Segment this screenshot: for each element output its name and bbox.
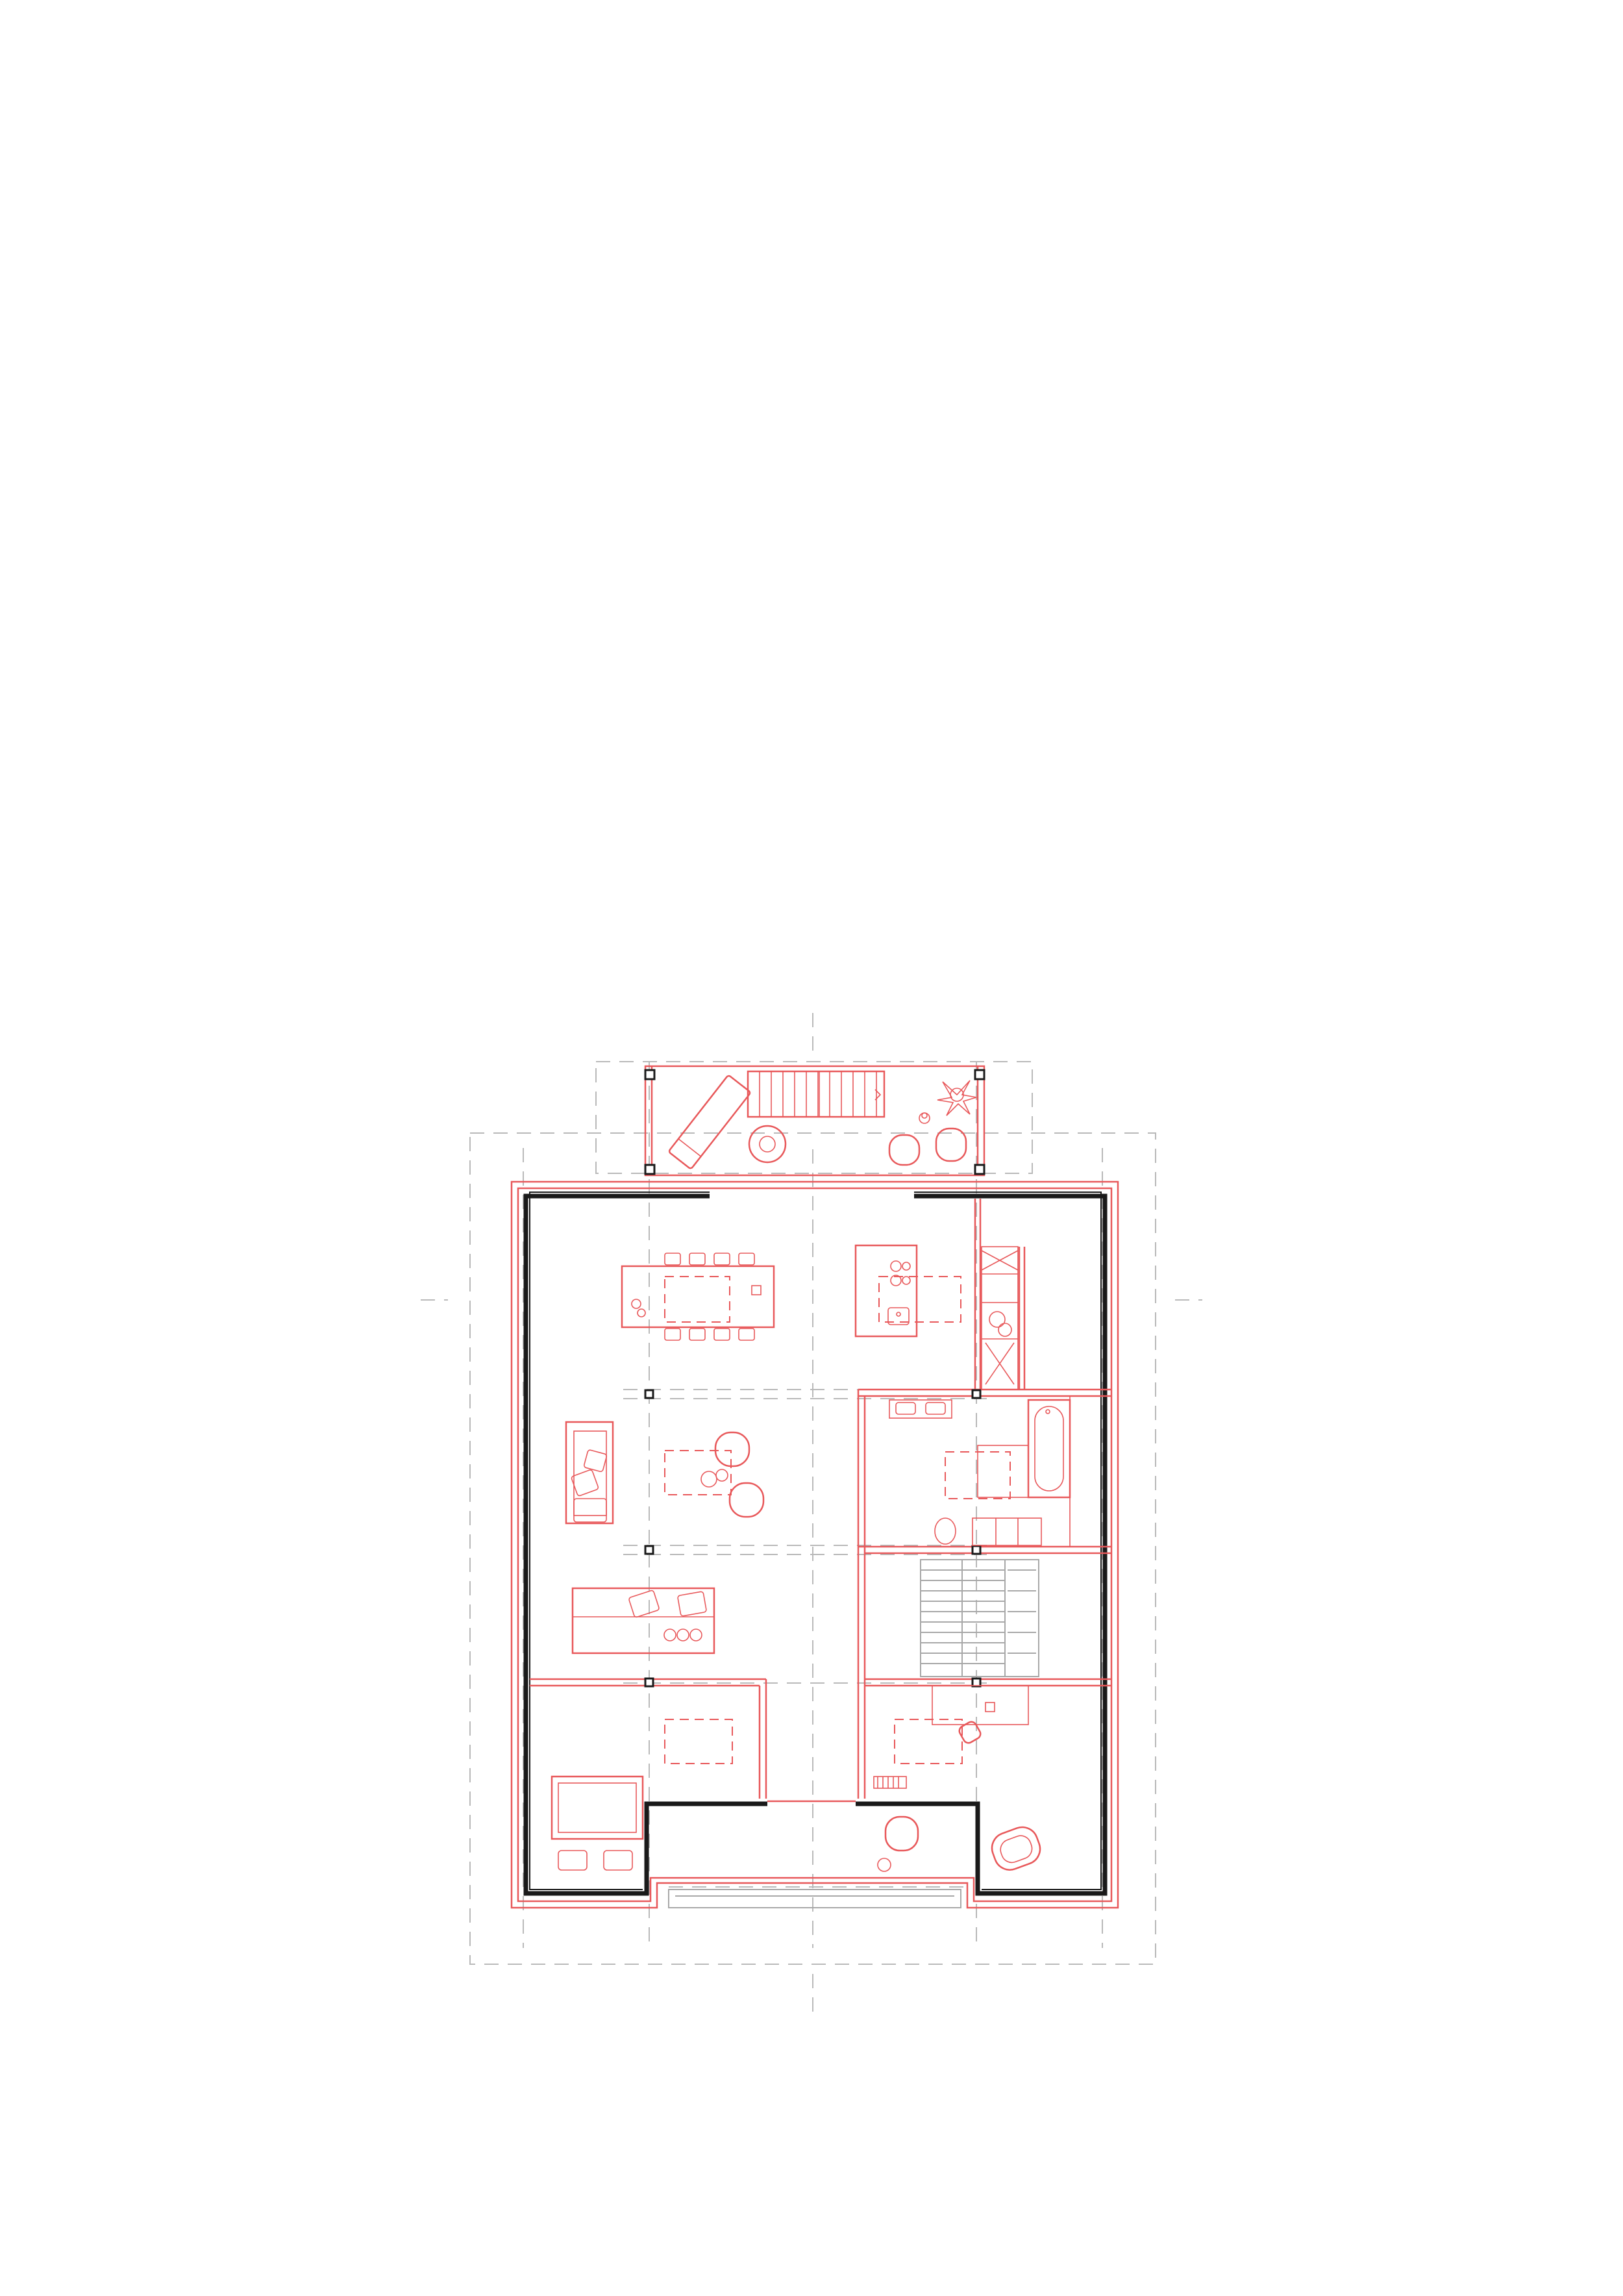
toilet-icon bbox=[934, 1517, 956, 1545]
wc-cabinet bbox=[972, 1517, 1042, 1546]
kitchen-sink bbox=[887, 1307, 910, 1325]
plant-icon bbox=[937, 1080, 977, 1116]
round-stool-icon bbox=[663, 1628, 676, 1641]
kitchen bbox=[854, 1244, 1019, 1390]
cushion-icon bbox=[677, 1591, 707, 1617]
round-stool-icon bbox=[676, 1628, 689, 1641]
bed bbox=[551, 1775, 644, 1840]
desk bbox=[932, 1685, 1029, 1725]
sun-lounger bbox=[668, 1075, 751, 1169]
stair-arrow-icon bbox=[874, 1089, 882, 1101]
desk-item bbox=[985, 1702, 995, 1712]
balcony-side-table bbox=[877, 1858, 891, 1872]
pillow-icon bbox=[558, 1850, 588, 1871]
living-armchair bbox=[714, 1431, 750, 1467]
balcony-chair bbox=[884, 1816, 919, 1852]
hob-burner-icon bbox=[902, 1262, 911, 1271]
armchair bbox=[991, 1826, 1041, 1871]
bedroom-2 bbox=[873, 1685, 1029, 1789]
vanity-unit bbox=[889, 1399, 952, 1419]
hob-burner-icon bbox=[890, 1260, 902, 1272]
terrace bbox=[644, 1065, 985, 1177]
washbasin-icon bbox=[895, 1402, 916, 1415]
pillow-icon bbox=[603, 1850, 633, 1871]
column bbox=[644, 1677, 654, 1688]
sofa-footrest bbox=[573, 1498, 607, 1523]
desk-chair bbox=[958, 1721, 982, 1744]
study-area bbox=[571, 1587, 715, 1654]
plant-pot-icon bbox=[989, 1311, 1006, 1328]
tall-cabinets bbox=[981, 1246, 1019, 1390]
terrace-boundary-dashed bbox=[595, 1061, 1033, 1174]
washbasin-icon bbox=[925, 1402, 946, 1415]
balcony-sill bbox=[668, 1889, 961, 1908]
bedroom-2-rug-dashed bbox=[894, 1719, 963, 1764]
stair-outline bbox=[747, 1070, 886, 1118]
bedroom-1 bbox=[551, 1719, 733, 1871]
kitchen-island bbox=[854, 1244, 918, 1338]
dining-chairs bbox=[664, 1253, 755, 1341]
wall-east-black bbox=[856, 1193, 1108, 1896]
dining-area bbox=[621, 1253, 775, 1341]
table-item bbox=[751, 1285, 762, 1295]
terrace-outline bbox=[644, 1065, 985, 1177]
terrace-post bbox=[644, 1069, 656, 1080]
column bbox=[971, 1677, 982, 1688]
cushion-icon bbox=[628, 1590, 660, 1618]
column bbox=[644, 1389, 654, 1399]
wall-west-inner-line bbox=[529, 1192, 710, 1890]
round-stool-icon bbox=[689, 1628, 702, 1641]
outer-wall-face bbox=[510, 1180, 1119, 1909]
stair-landing bbox=[1004, 1559, 1039, 1677]
living-rug-dashed bbox=[664, 1450, 732, 1495]
terrace-side-table bbox=[748, 1125, 787, 1164]
sofa bbox=[565, 1421, 614, 1525]
cushion-icon bbox=[571, 1469, 599, 1497]
kitchen-zone-dashed bbox=[878, 1276, 961, 1323]
columns bbox=[644, 1389, 982, 1688]
daybed bbox=[571, 1587, 715, 1654]
terrace-post bbox=[974, 1069, 985, 1080]
shower-area bbox=[977, 1445, 1029, 1498]
column bbox=[971, 1545, 982, 1555]
radiator-icon bbox=[873, 1776, 907, 1789]
dining-table bbox=[621, 1265, 775, 1329]
terrace-chair bbox=[935, 1127, 967, 1162]
hob-burner-icon bbox=[902, 1276, 911, 1285]
terrace-post bbox=[644, 1164, 656, 1175]
balcony bbox=[668, 1816, 1041, 1908]
column bbox=[644, 1545, 654, 1555]
wall-east-inner-line bbox=[914, 1192, 1102, 1890]
outer-wall-face-inner bbox=[517, 1187, 1113, 1903]
living-area bbox=[565, 1421, 765, 1525]
hob-burner-icon bbox=[890, 1275, 902, 1286]
bedroom-1-rug-dashed bbox=[664, 1719, 733, 1764]
living-side-table bbox=[700, 1471, 717, 1488]
staircase bbox=[920, 1559, 1039, 1677]
dining-rug-dashed bbox=[664, 1276, 730, 1323]
interior-partitions bbox=[530, 1199, 1111, 1799]
structural-walls bbox=[523, 1192, 1108, 1896]
table-bowl bbox=[631, 1299, 641, 1309]
outer-walls-red bbox=[510, 1180, 1119, 1909]
living-armchair bbox=[728, 1482, 765, 1518]
outer-boundary-dashed bbox=[469, 1132, 1156, 1965]
terrace-post bbox=[974, 1164, 985, 1175]
bathroom bbox=[889, 1396, 1071, 1547]
column bbox=[971, 1389, 982, 1399]
construction-grid bbox=[421, 1013, 1202, 2019]
wall-west-black bbox=[523, 1193, 767, 1896]
terrace-chair bbox=[888, 1134, 921, 1166]
cushion-icon bbox=[584, 1449, 608, 1473]
exterior-stair bbox=[747, 1070, 886, 1118]
